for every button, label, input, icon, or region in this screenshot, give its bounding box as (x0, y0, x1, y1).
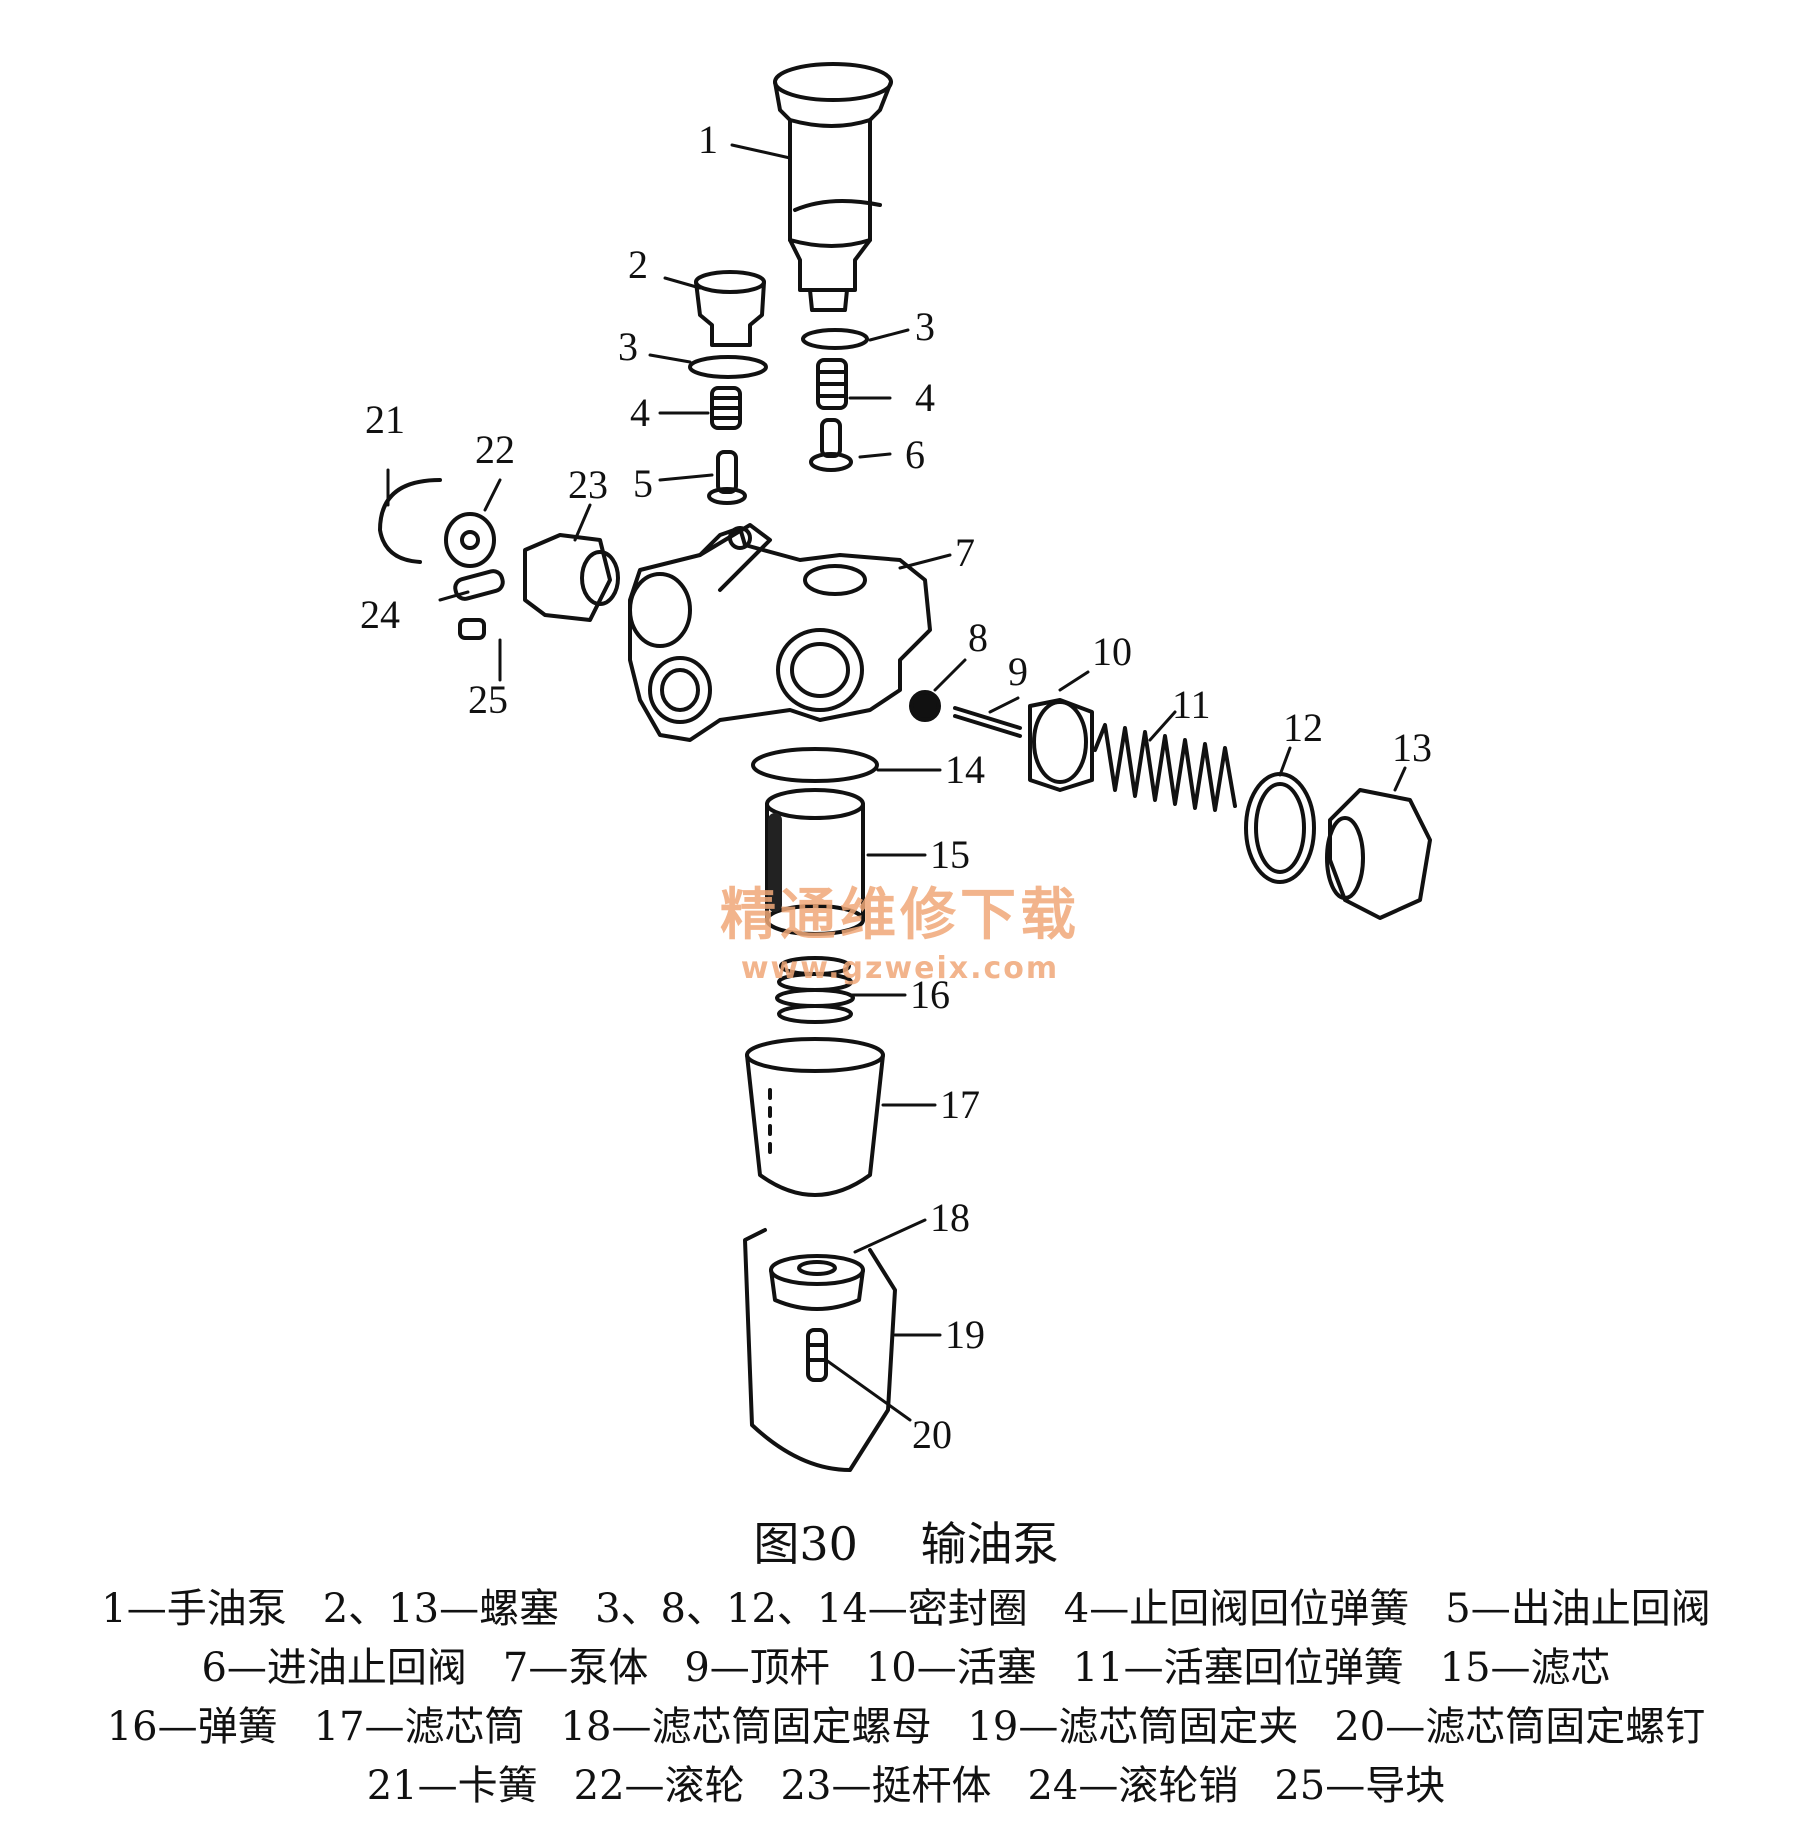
legend-item: 25—导块 (1274, 1763, 1446, 1809)
legend-item: 22—滚轮 (573, 1763, 745, 1809)
callout-3-right: 3 (915, 304, 935, 349)
legend-item: 24—滚轮销 (1027, 1763, 1239, 1809)
callout-2: 2 (628, 242, 648, 287)
parts-legend: 1—手油泵 2、13—螺塞 3、8、12、14—密封圈 4—止回阀回位弹簧 5—出油止回… (30, 1580, 1782, 1816)
figure-caption: 图30 输油泵 (0, 1508, 1812, 1574)
part-spring-4-left (710, 386, 742, 430)
legend-item: 6—进油止回阀 (201, 1645, 467, 1691)
legend-item: 3、8、12、14—密封圈 (595, 1586, 1028, 1632)
legend-line: 6—进油止回阀 7—泵体 9—顶杆 10—活塞 11—活塞回位弹簧 15—滤芯 (30, 1639, 1782, 1698)
callout-15: 15 (930, 832, 970, 877)
legend-item: 5—出油止回阀 (1445, 1586, 1711, 1632)
pump-drawing (378, 62, 1432, 1472)
part-seal-3-left (688, 355, 768, 379)
callout-3-left: 3 (618, 324, 638, 369)
callout-14: 14 (945, 747, 985, 792)
part-inlet-valve-6 (809, 418, 853, 472)
callout-11: 11 (1172, 682, 1211, 727)
callout-13: 13 (1392, 725, 1432, 770)
part-spring-16 (775, 956, 855, 1024)
callout-25: 25 (468, 677, 508, 722)
callout-5: 5 (633, 461, 653, 506)
callout-18: 18 (930, 1195, 970, 1240)
part-piston (1028, 698, 1094, 792)
caption-title: 输油泵 (920, 1517, 1059, 1571)
part-seal-14 (751, 747, 879, 783)
part-push-rod (953, 706, 1022, 738)
callout-21: 21 (365, 397, 405, 442)
callout-24: 24 (360, 592, 400, 637)
legend-line: 1—手油泵 2、13—螺塞 3、8、12、14—密封圈 4—止回阀回位弹簧 5—出油止回… (30, 1580, 1782, 1639)
legend-item: 20—滤芯筒固定螺钉 (1334, 1704, 1706, 1750)
legend-item: 16—弹簧 (106, 1704, 278, 1750)
legend-item: 18—滤芯筒固定螺母 (560, 1704, 932, 1750)
part-piston-spring (1093, 723, 1237, 812)
part-roller-pin (453, 569, 505, 601)
part-fixing-nut (769, 1254, 865, 1311)
legend-item: 11—活塞回位弹簧 (1072, 1645, 1404, 1691)
watermark-url: www.gzweix.com (740, 951, 1060, 986)
callout-9: 9 (1008, 649, 1028, 694)
callout-22: 22 (475, 427, 515, 472)
legend-line: 16—弹簧 17—滤芯筒 18—滤芯筒固定螺母 19—滤芯筒固定夹 20—滤芯筒固定螺钉 (30, 1698, 1782, 1757)
legend-item: 21—卡簧 (366, 1763, 538, 1809)
legend-item: 4—止回阀回位弹簧 (1063, 1586, 1410, 1632)
callout-8: 8 (968, 615, 988, 660)
watermark-text: 精通维修下载 (720, 883, 1080, 948)
callout-16: 16 (910, 972, 950, 1017)
callout-23: 23 (568, 462, 608, 507)
legend-item: 1—手油泵 (101, 1586, 287, 1632)
part-roller (444, 512, 496, 568)
legend-item: 23—挺杆体 (780, 1763, 992, 1809)
part-fixing-screw (806, 1328, 828, 1382)
callout-4-right: 4 (915, 375, 935, 420)
part-pump-body (628, 523, 932, 742)
callout-7: 7 (955, 530, 975, 575)
part-hand-pump (773, 62, 893, 312)
callout-20: 20 (912, 1412, 952, 1457)
caption-number: 图30 (753, 1517, 858, 1571)
legend-item: 9—顶杆 (684, 1645, 830, 1691)
callout-19: 19 (945, 1312, 985, 1357)
watermark: 精通维修下载 www.gzweix.com (720, 870, 1080, 986)
part-outlet-valve-5 (707, 450, 747, 505)
legend-item: 19—滤芯筒固定夹 (967, 1704, 1299, 1750)
part-seal-3-right (801, 328, 869, 350)
callout-10: 10 (1092, 629, 1132, 674)
part-plug-13 (1325, 788, 1432, 920)
legend-item: 7—泵体 (502, 1645, 649, 1691)
callout-6: 6 (905, 432, 925, 477)
leader-lines (386, 143, 1407, 1422)
part-guide-block (458, 618, 486, 640)
callout-1: 1 (698, 117, 718, 162)
legend-item: 10—活塞 (865, 1645, 1037, 1691)
callout-4-left: 4 (630, 390, 650, 435)
part-filter-element (765, 788, 865, 936)
exploded-view-diagram: 1 2 3 3 4 4 5 6 7 8 9 10 11 12 13 14 15 … (360, 62, 1432, 1472)
legend-line: 21—卡簧 22—滚轮 23—挺杆体 24—滚轮销 25—导块 (30, 1757, 1782, 1816)
legend-item: 15—滤芯 (1439, 1645, 1611, 1691)
part-seal-8 (909, 690, 941, 722)
callout-17: 17 (940, 1082, 980, 1127)
part-circlip (378, 478, 442, 564)
legend-item: 2、13—螺塞 (322, 1586, 560, 1632)
part-filter-bowl (745, 1037, 885, 1197)
callout-12: 12 (1283, 705, 1323, 750)
legend-item: 17—滤芯筒 (313, 1704, 525, 1750)
part-tappet-body (523, 533, 620, 622)
part-spring-4-right (816, 358, 848, 410)
part-fixing-clamp (743, 1228, 897, 1472)
part-plug-2 (694, 270, 766, 347)
